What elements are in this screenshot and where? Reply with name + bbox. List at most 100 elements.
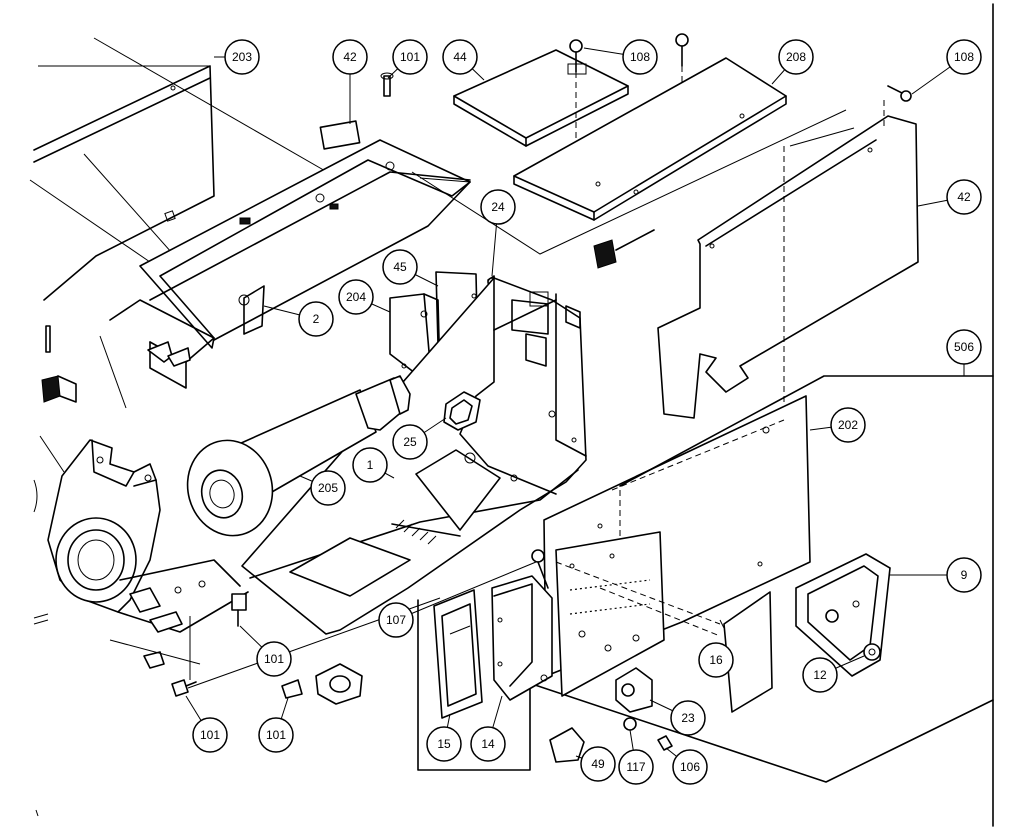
screw-108-right (883, 85, 912, 130)
callout-label: 24 (491, 200, 505, 214)
callout-label: 204 (346, 290, 366, 304)
callout-label: 25 (403, 435, 417, 449)
leader-line (411, 109, 847, 255)
callout-balloon (392, 424, 428, 460)
knob-12 (863, 643, 881, 661)
callout-label: 42 (343, 50, 357, 64)
leader-line (93, 37, 335, 177)
callout-label: 15 (437, 737, 451, 751)
callout-205: 205 (299, 470, 346, 506)
callout-label: 205 (318, 481, 338, 495)
nut-117 (623, 717, 637, 731)
callout-label: 49 (591, 757, 605, 771)
callout-label: 44 (453, 50, 467, 64)
clip-49 (549, 727, 585, 763)
callout-balloon (426, 726, 462, 762)
callout-balloon (442, 39, 478, 75)
bracket-506 (519, 679, 994, 783)
callout-202: 202 (809, 407, 866, 443)
callout-label: 101 (200, 728, 220, 742)
callout-15: 15 (426, 713, 462, 762)
callout-9: 9 (890, 557, 982, 593)
callout-balloon (830, 407, 866, 443)
callout-balloon (258, 717, 294, 753)
callout-balloon (802, 657, 838, 693)
callout-label: 108 (954, 50, 974, 64)
callout-balloon (338, 279, 374, 315)
callout-42: 42 (332, 39, 368, 124)
callout-14: 14 (470, 695, 506, 762)
callout-balloon (392, 39, 428, 75)
callout-balloon (778, 39, 814, 75)
callout-balloon (670, 700, 706, 736)
stray-mark (35, 809, 39, 817)
callout-2: 2 (263, 301, 334, 337)
callout-balloon (192, 717, 228, 753)
leader-line (29, 179, 151, 263)
callout-106: 106 (665, 747, 708, 785)
callout-balloon (946, 179, 982, 215)
panel-203 (33, 65, 215, 301)
bracket-506 (619, 375, 994, 487)
callout-49: 49 (575, 746, 616, 782)
callout-108: 108 (583, 39, 658, 75)
callout-101: 101 (258, 697, 294, 753)
callout-25: 25 (392, 417, 447, 460)
panel-42 (657, 115, 919, 420)
callout-label: 202 (838, 418, 858, 432)
callout-203: 203 (214, 39, 260, 75)
callout-balloon (470, 726, 506, 762)
callout-45: 45 (382, 249, 439, 287)
callout-1: 1 (352, 447, 395, 483)
callout-12: 12 (802, 655, 865, 693)
box-14 (491, 575, 553, 701)
callout-label: 101 (264, 652, 284, 666)
screw-107 (531, 549, 549, 589)
lens-tube-205 (186, 375, 411, 537)
callout-leader (395, 561, 537, 621)
connector-bottom (315, 663, 363, 705)
callout-label: 45 (393, 260, 407, 274)
grommet-25 (443, 391, 481, 431)
callout-balloon (332, 39, 368, 75)
connector-top (593, 229, 655, 269)
frame-15 (433, 589, 483, 719)
screw-101-lower (143, 593, 303, 699)
callout-101: 101 (239, 625, 292, 677)
callout-label: 16 (709, 653, 723, 667)
callout-label: 107 (386, 613, 406, 627)
callout-label: 208 (786, 50, 806, 64)
callout-balloon (224, 39, 260, 75)
callout-balloon (946, 39, 982, 75)
top-rail-2 (109, 139, 471, 389)
callout-24: 24 (480, 189, 516, 277)
left-housing (33, 439, 249, 633)
callout-107: 107 (378, 561, 537, 638)
connector-left (41, 325, 77, 403)
callout-label: 101 (266, 728, 286, 742)
callout-208: 208 (771, 39, 814, 85)
terminal-plate (555, 531, 721, 697)
callout-label: 23 (681, 711, 695, 725)
callout-506: 506 (946, 329, 982, 376)
callout-label: 108 (630, 50, 650, 64)
callout-balloon (310, 470, 346, 506)
callout-label: 2 (313, 312, 320, 326)
callout-balloon (946, 329, 982, 365)
callout-balloon (622, 39, 658, 75)
callout-16: 16 (698, 642, 734, 678)
callout-label: 203 (232, 50, 252, 64)
leader-line (39, 435, 65, 473)
label-plate-42 (319, 120, 361, 150)
callout-23: 23 (649, 699, 706, 736)
callout-44: 44 (442, 39, 485, 81)
callout-101: 101 (185, 695, 228, 753)
callout-108: 108 (911, 39, 982, 95)
bracket-15-14 (417, 599, 531, 771)
callout-label: 106 (680, 760, 700, 774)
callout-label: 12 (813, 668, 827, 682)
callout-label: 506 (954, 340, 974, 354)
screw-101-top (380, 72, 394, 97)
